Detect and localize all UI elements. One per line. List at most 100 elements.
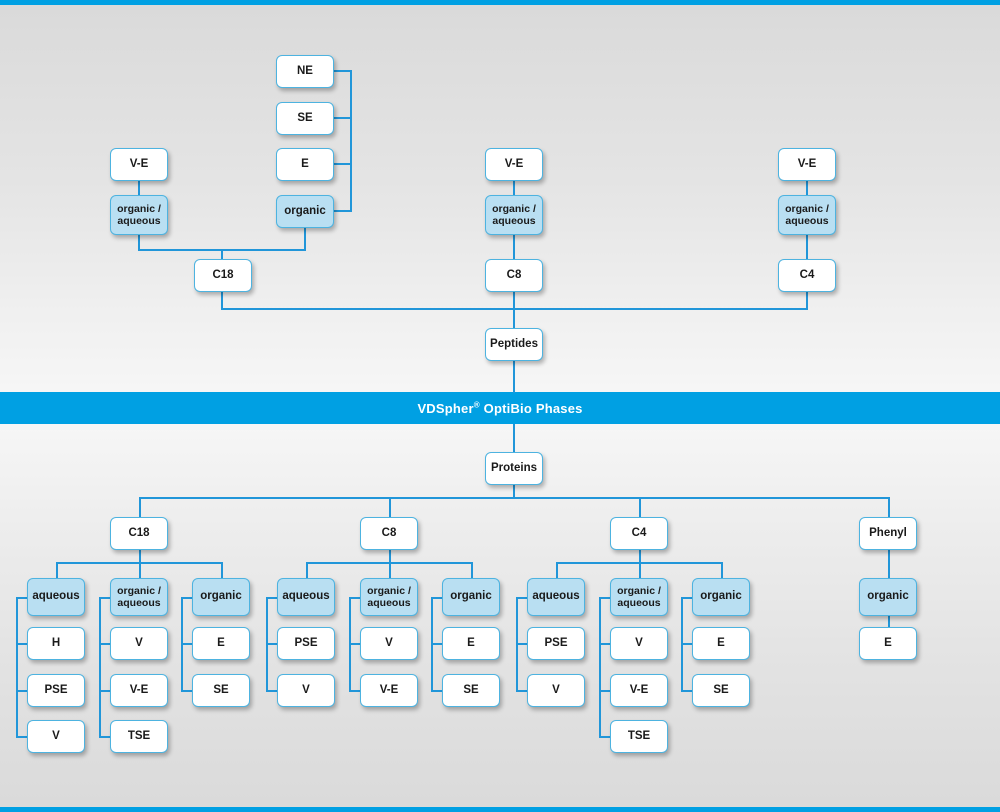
conn-c4-down xyxy=(806,292,808,309)
top-accent-rule xyxy=(0,0,1000,5)
conn-c8-split-down xyxy=(389,550,391,563)
group-label-line1: organic / xyxy=(367,584,411,597)
conn-proteins-down xyxy=(513,485,515,498)
peptides-c18-group-organic[interactable]: organic xyxy=(276,195,334,228)
conn-c8-down xyxy=(513,292,515,309)
proteins-phenyl-group-organic[interactable]: organic xyxy=(859,578,917,616)
proteins-c8-organic-leaf-se[interactable]: SE xyxy=(442,674,500,707)
conn-c18-aqueous-spine xyxy=(16,597,18,737)
group-label-line2: aqueous xyxy=(617,597,661,609)
peptides-phase-c8[interactable]: C8 xyxy=(485,259,543,292)
proteins-phase-phenyl[interactable]: Phenyl xyxy=(859,517,917,550)
group-label-line2: aqueous xyxy=(367,597,411,609)
proteins-c18-group-organic-aqueous[interactable]: organic / aqueous xyxy=(110,578,168,616)
proteins-c8-oa-leaf-v[interactable]: V xyxy=(360,627,418,660)
conn-c18-split-down xyxy=(139,550,141,563)
proteins-c18-organic-leaf-se[interactable]: SE xyxy=(192,674,250,707)
conn-c4-split-down xyxy=(639,550,641,563)
peptides-phase-c4[interactable]: C4 xyxy=(778,259,836,292)
group-label-line2: aqueous xyxy=(785,215,829,227)
peptides-c18-group-organic-aqueous[interactable]: organic / aqueous xyxy=(110,195,168,235)
conn-c18-oa-stub-3 xyxy=(99,736,112,738)
conn-c4-to-aqueous xyxy=(556,562,558,578)
proteins-phase-c8[interactable]: C8 xyxy=(360,517,418,550)
proteins-c4-oa-leaf-v[interactable]: V xyxy=(610,627,668,660)
conn-c8-oa-stub-2 xyxy=(349,690,362,692)
conn-c8-to-oa xyxy=(389,562,391,578)
group-label-line2: aqueous xyxy=(117,215,161,227)
proteins-c8-group-organic-aqueous[interactable]: organic / aqueous xyxy=(360,578,418,616)
conn-c4-oa-stub-2 xyxy=(599,690,612,692)
conn-c4-aqueous-stub-0 xyxy=(516,597,529,599)
conn-bar-to-proteins-phenyl xyxy=(888,497,890,517)
proteins-c4-aqueous-leaf-v[interactable]: V xyxy=(527,674,585,707)
bottom-accent-rule xyxy=(0,807,1000,812)
root-proteins[interactable]: Proteins xyxy=(485,452,543,485)
conn-stub-ne xyxy=(334,70,352,72)
conn-stub-e xyxy=(334,163,352,165)
proteins-c8-aqueous-leaf-v[interactable]: V xyxy=(277,674,335,707)
conn-c4-oa-stub-0 xyxy=(599,597,612,599)
group-label-line1: organic / xyxy=(492,202,536,215)
proteins-c18-oa-leaf-v[interactable]: V xyxy=(110,627,168,660)
conn-c4-aqueous-stub-1 xyxy=(516,643,529,645)
conn-banner-to-proteins xyxy=(513,424,515,452)
proteins-phase-c4[interactable]: C4 xyxy=(610,517,668,550)
conn-peptides-organic-spine xyxy=(350,70,352,212)
conn-c8-aqueous-stub-2 xyxy=(266,690,279,692)
proteins-c4-group-aqueous[interactable]: aqueous xyxy=(527,578,585,616)
peptides-c18-organic-leaf-se[interactable]: SE xyxy=(276,102,334,135)
conn-drop-oa-c18 xyxy=(138,235,140,250)
conn-bar-proteins xyxy=(139,497,889,499)
conn-c8-organic-stub-1 xyxy=(431,643,444,645)
conn-c8-aqueous-stub-0 xyxy=(266,597,279,599)
peptides-c18-organic-leaf-ne[interactable]: NE xyxy=(276,55,334,88)
proteins-c8-organic-leaf-e[interactable]: E xyxy=(442,627,500,660)
conn-drop-organic-c18 xyxy=(304,228,306,250)
conn-c18-organic-stub-1 xyxy=(181,643,194,645)
proteins-c18-group-aqueous[interactable]: aqueous xyxy=(27,578,85,616)
proteins-c4-oa-leaf-tse[interactable]: TSE xyxy=(610,720,668,753)
proteins-c18-aqueous-leaf-h[interactable]: H xyxy=(27,627,85,660)
group-label-line1: organic / xyxy=(117,202,161,215)
proteins-c4-organic-leaf-e[interactable]: E xyxy=(692,627,750,660)
conn-c4-organic-stub-0 xyxy=(681,597,694,599)
proteins-c8-group-organic[interactable]: organic xyxy=(442,578,500,616)
peptides-c4-oa-leaf-v-e[interactable]: V-E xyxy=(778,148,836,181)
conn-c8-organic-stub-2 xyxy=(431,690,444,692)
banner: VDSpher® OptiBio Phases xyxy=(0,392,1000,424)
proteins-c8-group-aqueous[interactable]: aqueous xyxy=(277,578,335,616)
peptides-c8-oa-leaf-v-e[interactable]: V-E xyxy=(485,148,543,181)
proteins-c18-aqueous-leaf-v[interactable]: V xyxy=(27,720,85,753)
peptides-c8-group-organic-aqueous[interactable]: organic / aqueous xyxy=(485,195,543,235)
conn-bar-to-proteins-c18 xyxy=(139,497,141,517)
proteins-c18-organic-leaf-e[interactable]: E xyxy=(192,627,250,660)
proteins-c18-oa-leaf-v-e[interactable]: V-E xyxy=(110,674,168,707)
banner-text: VDSpher® OptiBio Phases xyxy=(417,401,582,416)
root-peptides[interactable]: Peptides xyxy=(485,328,543,361)
conn-c8-to-aqueous xyxy=(306,562,308,578)
proteins-c18-group-organic[interactable]: organic xyxy=(192,578,250,616)
proteins-c8-aqueous-leaf-pse[interactable]: PSE xyxy=(277,627,335,660)
proteins-c4-aqueous-leaf-pse[interactable]: PSE xyxy=(527,627,585,660)
conn-c8-aqueous-stub-1 xyxy=(266,643,279,645)
conn-phenyl-to-organic xyxy=(888,550,890,578)
conn-c18-to-organic xyxy=(221,562,223,578)
conn-peptides-to-banner xyxy=(513,361,515,393)
conn-bar-to-peptides xyxy=(513,308,515,328)
proteins-phenyl-organic-leaf-e[interactable]: E xyxy=(859,627,917,660)
proteins-c8-oa-leaf-v-e[interactable]: V-E xyxy=(360,674,418,707)
conn-c18-aqueous-stub-2 xyxy=(16,690,29,692)
group-label-line2: aqueous xyxy=(492,215,536,227)
proteins-c4-oa-leaf-v-e[interactable]: V-E xyxy=(610,674,668,707)
proteins-phase-c18[interactable]: C18 xyxy=(110,517,168,550)
proteins-c4-organic-leaf-se[interactable]: SE xyxy=(692,674,750,707)
proteins-c4-group-organic-aqueous[interactable]: organic / aqueous xyxy=(610,578,668,616)
peptides-c4-group-organic-aqueous[interactable]: organic / aqueous xyxy=(778,195,836,235)
proteins-c4-group-organic[interactable]: organic xyxy=(692,578,750,616)
peptides-c18-organic-leaf-e[interactable]: E xyxy=(276,148,334,181)
proteins-c18-oa-leaf-tse[interactable]: TSE xyxy=(110,720,168,753)
proteins-c18-aqueous-leaf-pse[interactable]: PSE xyxy=(27,674,85,707)
peptides-c18-oa-leaf-v-e[interactable]: V-E xyxy=(110,148,168,181)
peptides-phase-c18[interactable]: C18 xyxy=(194,259,252,292)
